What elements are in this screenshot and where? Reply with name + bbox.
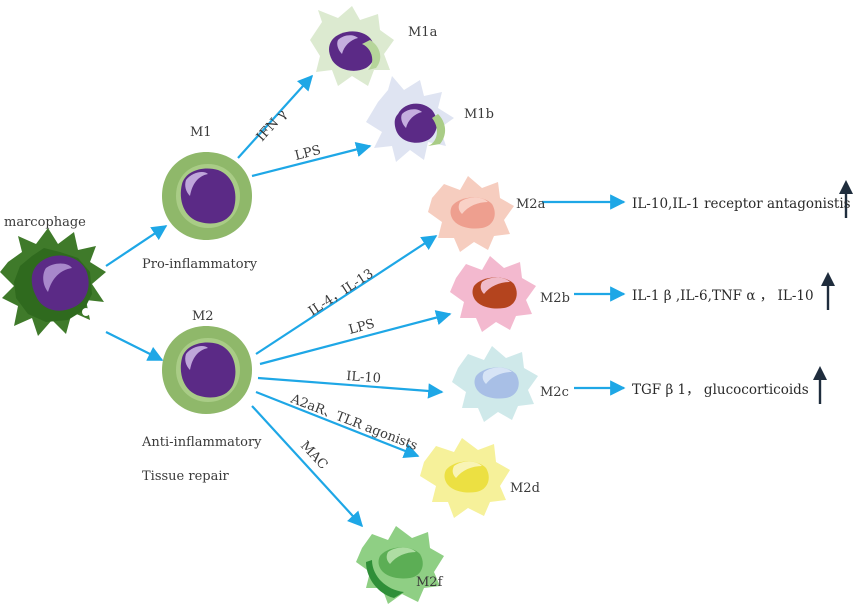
anti-inflammatory-label: Anti-inflammatory	[141, 435, 262, 450]
m2-cell	[162, 326, 252, 414]
m1-cell	[162, 152, 252, 240]
up-arrow-icon	[821, 272, 835, 310]
stimulus-ifn-label: IFN γ	[254, 107, 290, 145]
stimulus-lps-m1b-label: LPS	[293, 143, 322, 164]
up-arrow-icon	[813, 366, 827, 404]
m1-label: M1	[190, 125, 212, 140]
macrophage-label: marcophage	[4, 215, 86, 230]
m2d-label: M2d	[510, 481, 540, 496]
arrow-m2-to-m2b	[259, 310, 452, 366]
stimulus-il10-label: IL-10	[346, 369, 382, 386]
arrow-m2-to-m2a	[255, 235, 438, 355]
m2-label: M2	[192, 309, 214, 324]
arrow-m2-to-m2c	[257, 376, 444, 399]
up-arrow-icon	[839, 180, 853, 218]
m2a-cell	[428, 176, 514, 252]
stimulus-lps-m2b-label: LPS	[347, 317, 376, 338]
arrow-m2-to-m2f	[251, 405, 364, 528]
m2f-cell	[356, 526, 444, 604]
m2a-output-text: IL-10,IL-1 receptor antagonistis	[632, 196, 851, 212]
arrow-m2-to-m2d	[255, 390, 420, 459]
m2f-label: M2f	[416, 575, 444, 590]
tissue-repair-label: Tissue repair	[142, 469, 230, 484]
m2b-output-text: IL-1 β ,IL-6,TNF α ， IL-10	[632, 288, 814, 304]
arrow-m1-to-m1b	[251, 141, 372, 178]
pro-inflammatory-label: Pro-inflammatory	[142, 257, 258, 272]
m2c-label: M2c	[540, 385, 569, 400]
m2b-cell	[450, 256, 536, 332]
arrows	[105, 74, 626, 528]
m2c-cell	[452, 346, 538, 422]
stimulus-il4-il13-label: IL-4，IL-13	[306, 266, 376, 319]
m1b-cell	[366, 76, 454, 162]
up-arrows	[813, 180, 853, 404]
m2b-label: M2b	[540, 291, 570, 306]
stimulus-mac-label: MAC	[297, 438, 330, 472]
m1a-label: M1a	[408, 25, 438, 40]
m2a-label: M2a	[516, 197, 546, 212]
arrow-to-m1	[105, 225, 168, 267]
arrow-to-m2	[105, 331, 164, 361]
m2c-output-text: TGF β 1， glucocorticoids	[632, 382, 809, 398]
macrophage-cell	[0, 228, 106, 336]
m1b-label: M1b	[464, 107, 494, 122]
m2d-cell	[420, 438, 510, 518]
arrow-m1-to-m1a	[237, 74, 314, 159]
m1a-cell	[310, 6, 394, 86]
